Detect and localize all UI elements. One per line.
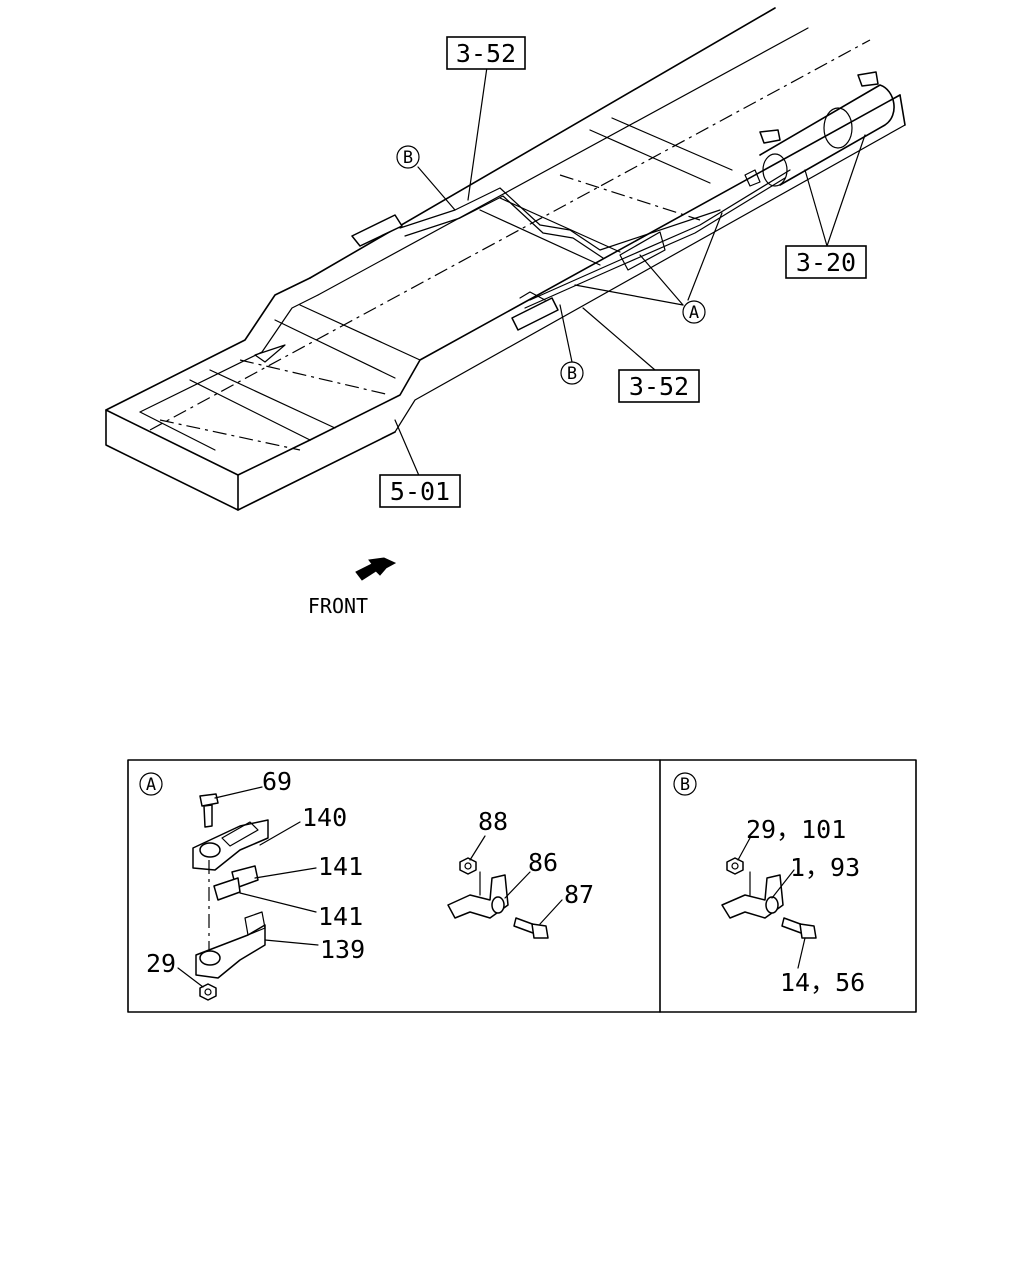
- chassis-frame: [105, 7, 906, 511]
- front-label: FRONT: [308, 594, 368, 618]
- part-label-1-93: 1，93: [790, 853, 860, 882]
- nut-88: [459, 857, 477, 875]
- part-label-141-lower: 141: [318, 902, 363, 931]
- fuel-tank: [744, 71, 895, 187]
- part-label-88: 88: [478, 807, 508, 836]
- bolt-14-56: [781, 917, 817, 939]
- marker-b-top: B: [396, 145, 420, 169]
- ref-box-3-20: 3-20: [785, 245, 867, 279]
- fuel-lines: [351, 169, 791, 331]
- bracket-1-93: [721, 871, 784, 919]
- detail-a-marker: A: [139, 772, 163, 796]
- svg-text:A: A: [146, 775, 156, 795]
- svg-text:3-52: 3-52: [629, 372, 689, 401]
- svg-text:5-01: 5-01: [390, 477, 450, 506]
- bolt-87: [513, 917, 549, 939]
- svg-text:A: A: [689, 303, 699, 323]
- detail-panel: [127, 759, 917, 1013]
- bolt-69: [199, 793, 219, 828]
- part-label-87: 87: [564, 880, 594, 909]
- detail-b: B 29，101 1，93 14，56: [673, 772, 865, 997]
- part-label-86: 86: [528, 848, 558, 877]
- bracket-86: [447, 871, 509, 919]
- ref-box-3-52-bottom: 3-52: [618, 369, 700, 403]
- svg-text:B: B: [567, 364, 577, 384]
- main-leaders: [394, 66, 866, 479]
- marker-a-main: A: [682, 300, 706, 324]
- clamp-139: [195, 911, 266, 979]
- clamp-140: [192, 819, 269, 871]
- part-label-14-56: 14，56: [780, 968, 865, 997]
- detail-b-marker: B: [673, 772, 697, 796]
- part-label-139: 139: [320, 935, 365, 964]
- part-label-141-upper: 141: [318, 852, 363, 881]
- front-arrow-icon: [355, 557, 397, 581]
- part-label-140: 140: [302, 803, 347, 832]
- clip-141-lower: [213, 877, 241, 901]
- nut-29: [199, 983, 217, 1001]
- ref-box-3-52-top: 3-52: [446, 36, 526, 70]
- svg-text:B: B: [680, 775, 690, 795]
- detail-a: A: [139, 767, 594, 1001]
- nut-29-101: [726, 857, 744, 875]
- part-label-29: 29: [146, 949, 176, 978]
- svg-text:3-52: 3-52: [456, 39, 516, 68]
- ref-box-5-01: 5-01: [379, 474, 461, 508]
- part-label-29-101: 29，101: [746, 815, 846, 844]
- part-label-69: 69: [262, 767, 292, 796]
- svg-text:3-20: 3-20: [796, 248, 856, 277]
- marker-b-bottom: B: [560, 361, 584, 385]
- svg-text:B: B: [403, 148, 413, 168]
